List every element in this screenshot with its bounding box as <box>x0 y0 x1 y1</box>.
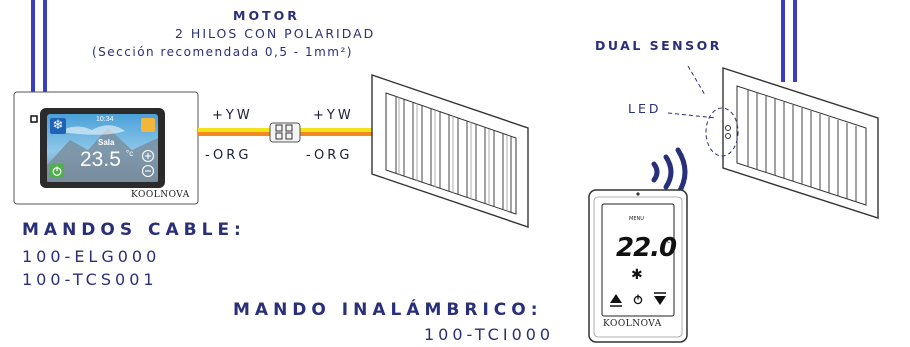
led-label: LED <box>628 101 662 116</box>
motorized-grille-left <box>371 74 529 228</box>
screen-time: 10:34 <box>96 116 114 123</box>
wired-brand-logo: KOOLNOVA <box>131 190 190 200</box>
screen-room: Sala <box>98 138 115 147</box>
wireless-snowflake-icon: ✱ <box>631 267 643 283</box>
motor-section-note: (Sección recomendada 0,5 - 1mm²) <box>92 45 353 59</box>
supply-lines-right <box>781 0 797 82</box>
wireless-thermostat-body <box>588 189 688 343</box>
wireless-unit: °c <box>664 238 671 245</box>
wire-label-right-positive: +YW <box>313 108 354 123</box>
snowflake-icon: ❄ <box>52 117 64 132</box>
screen-temperature: 23.5 <box>80 148 121 171</box>
wire-label-left-negative: -ORG <box>205 148 252 163</box>
motor-title: MOTOR <box>233 8 300 23</box>
wired-control-code-2: 100-TCS001 <box>22 270 158 289</box>
wire-label-left-positive: +YW <box>212 108 253 123</box>
motor-subtitle: 2 HILOS CON POLARIDAD <box>175 26 376 41</box>
wireless-temperature: 22.0 <box>616 233 677 263</box>
signal-wires <box>198 128 372 136</box>
wireless-control-code: 100-TCI000 <box>424 325 555 344</box>
wireless-menu-label: MENU <box>629 216 644 222</box>
wired-controls-title: MANDOS CABLE: <box>22 220 246 240</box>
wire-connector <box>269 122 301 143</box>
wireless-control-title: MANDO INALÁMBRICO: <box>233 300 543 320</box>
wired-control-code-1: 100-ELG000 <box>22 247 161 266</box>
dual-sensor-label: DUAL SENSOR <box>595 38 722 53</box>
sensor-pointers <box>667 65 739 157</box>
wire-label-right-negative: -ORG <box>306 148 353 163</box>
wireless-brand-logo: KOOLNOVA <box>603 319 662 329</box>
supply-lines-left <box>31 0 47 92</box>
wireless-signal-waves <box>651 147 688 197</box>
screen-unit: °c <box>126 149 134 158</box>
wired-thermostat-body <box>13 91 199 205</box>
sensor-grille-right <box>722 67 879 219</box>
